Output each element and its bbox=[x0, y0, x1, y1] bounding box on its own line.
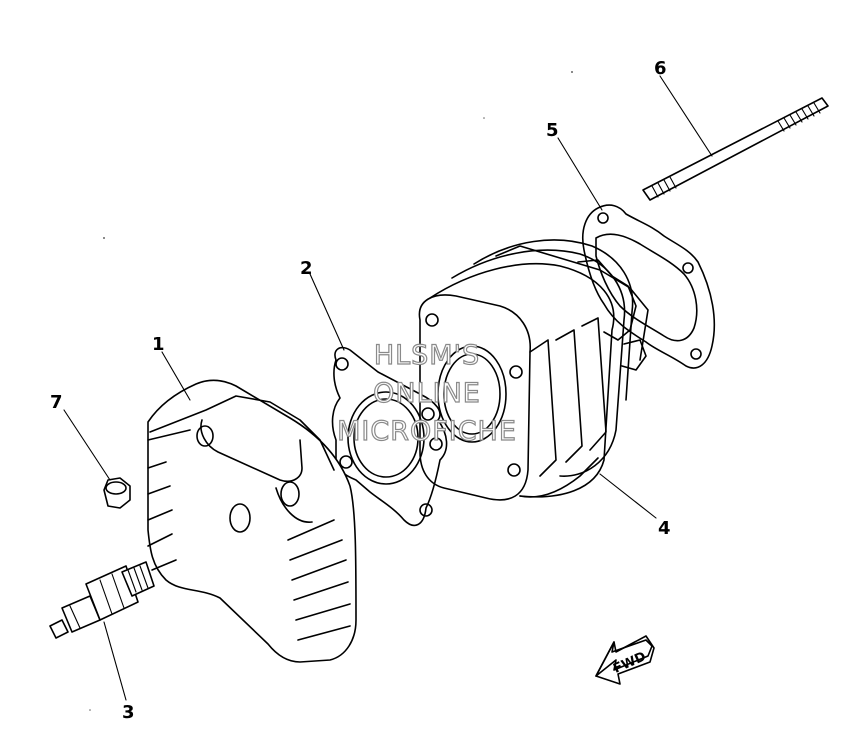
cylinder-head-gasket bbox=[331, 346, 448, 527]
stud-bolt bbox=[642, 97, 829, 201]
callout-2: 2 bbox=[300, 258, 313, 279]
leader-lines bbox=[63, 75, 713, 701]
cylinder-base-gasket bbox=[582, 204, 716, 369]
callout-3: 3 bbox=[122, 702, 135, 723]
watermark-line-1: HLSM'S bbox=[374, 340, 480, 371]
fwd-arrow-icon: FWD bbox=[595, 635, 655, 685]
callout-4: 4 bbox=[658, 518, 671, 539]
watermark-line-2: ONLINE bbox=[373, 378, 481, 409]
cylinder-head bbox=[147, 379, 357, 663]
watermark-line-3: MICROFICHE bbox=[337, 416, 517, 447]
callout-5: 5 bbox=[546, 120, 559, 141]
scan-specks bbox=[89, 71, 573, 711]
fwd-label: FWD bbox=[611, 649, 648, 677]
cylinder bbox=[418, 239, 649, 501]
callout-6: 6 bbox=[654, 58, 667, 79]
nut bbox=[103, 477, 131, 509]
callout-1: 1 bbox=[152, 334, 165, 355]
spark-plug bbox=[49, 561, 155, 639]
watermark: HLSM'S ONLINE MICROFICHE bbox=[336, 339, 517, 447]
callout-7: 7 bbox=[50, 392, 63, 413]
